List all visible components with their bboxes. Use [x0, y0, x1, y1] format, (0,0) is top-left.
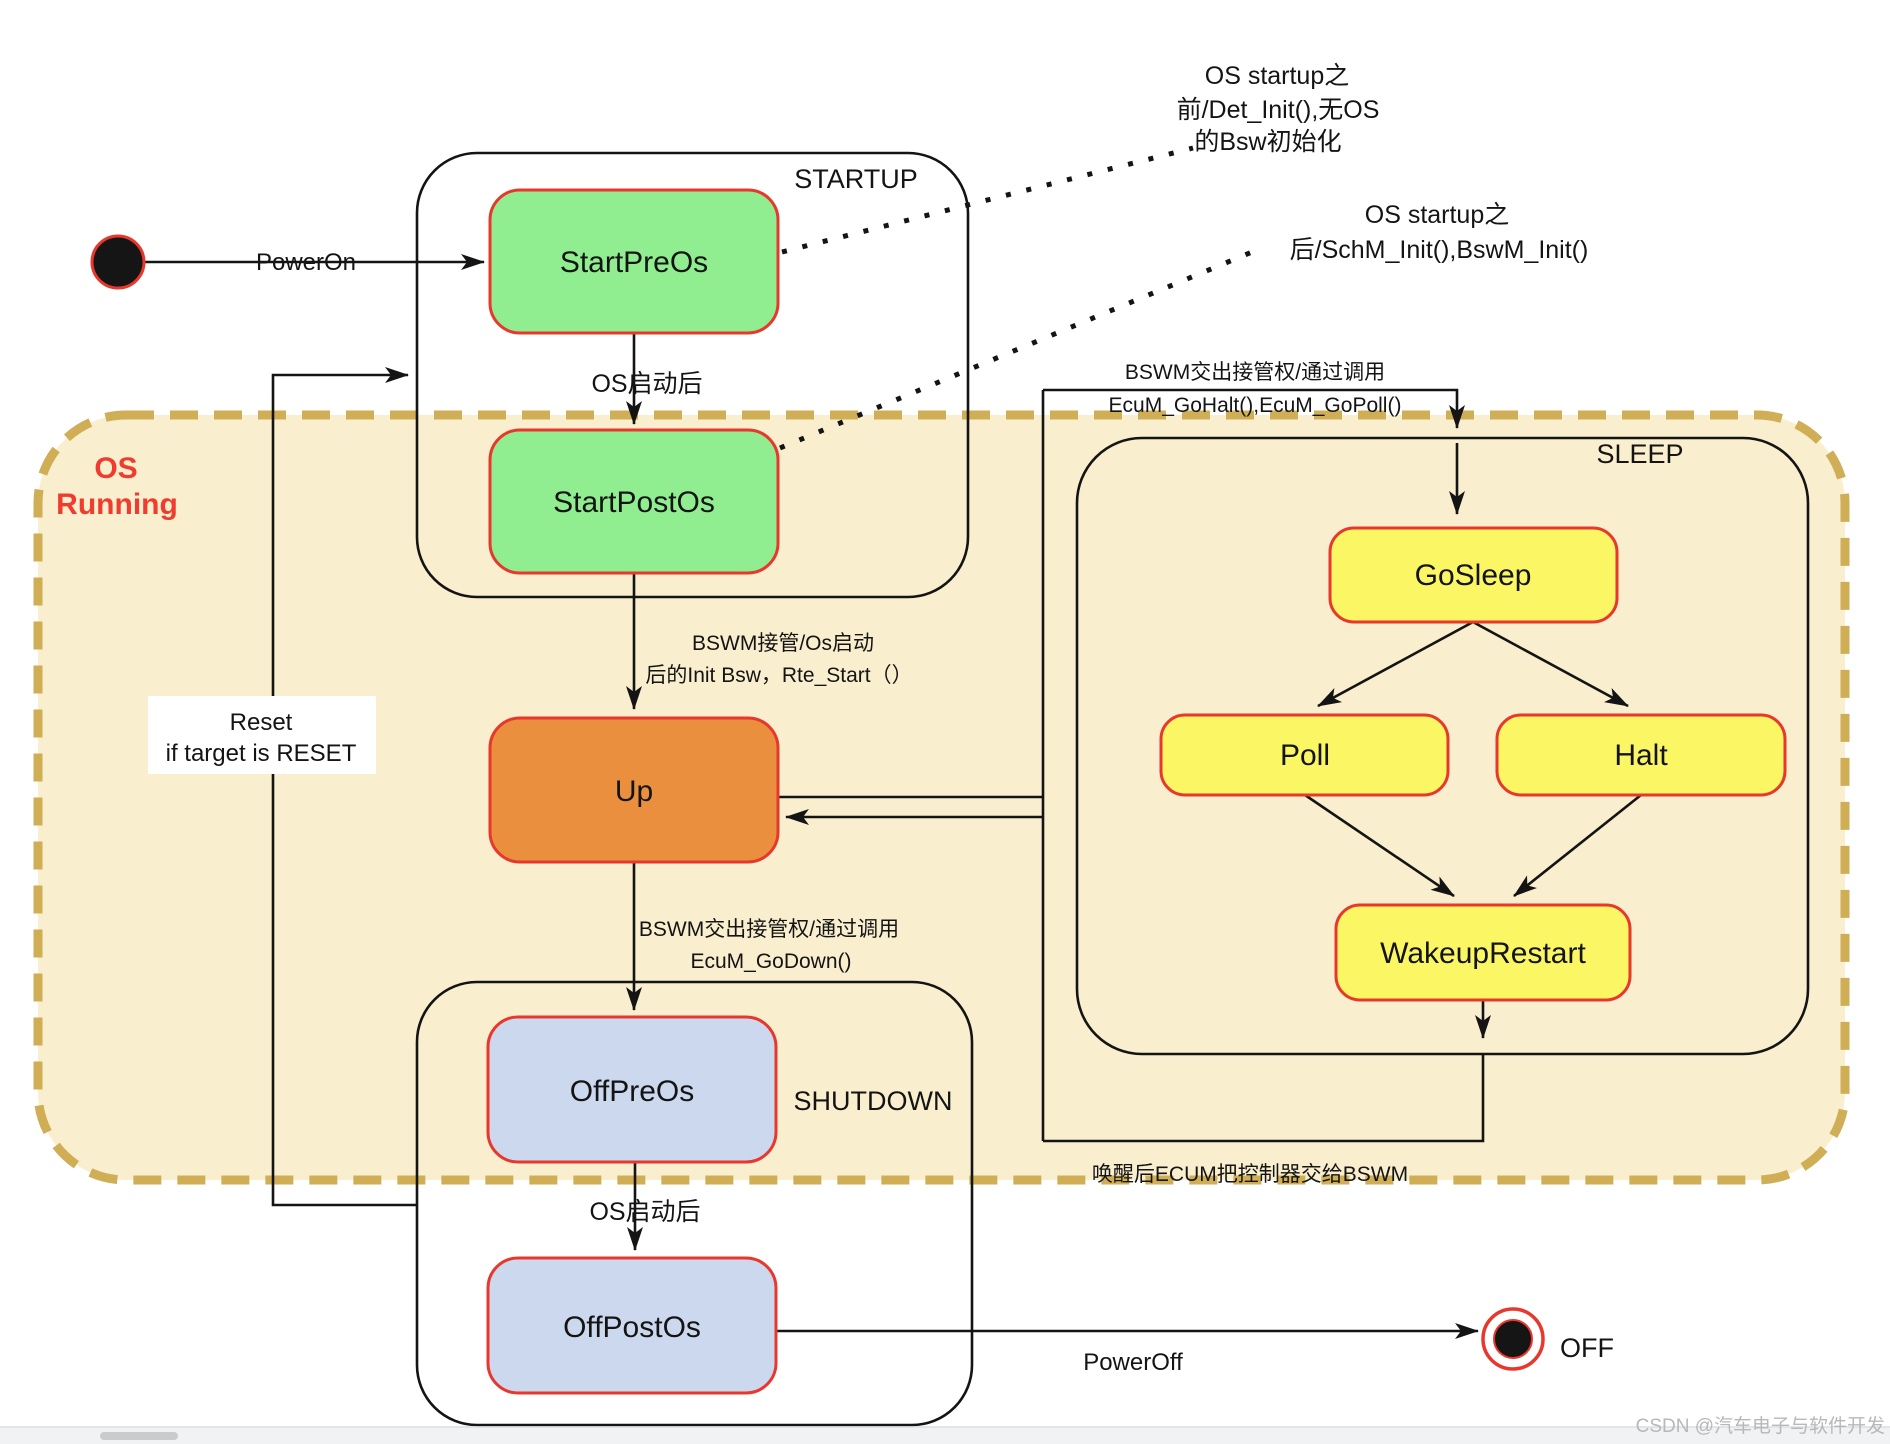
os-running-label-line2: Running [56, 488, 178, 521]
os-started-bottom-label: OS启动后 [589, 1198, 700, 1226]
up-label: Up [615, 775, 653, 808]
startpostos-label: StartPostOs [553, 486, 715, 519]
bottom-bar [0, 1427, 1890, 1444]
off-label: OFF [1560, 1333, 1614, 1363]
offpostos-label: OffPostOs [563, 1311, 701, 1344]
sleep-container [1075, 436, 1810, 1056]
edge-gosleep-poll [1317, 620, 1474, 708]
edge-reset-loop [271, 367, 417, 1207]
to-up-label-line1: BSWM接管/Os启动 [692, 632, 874, 655]
poll-label: Poll [1280, 739, 1330, 772]
state-wakeuprestart [1334, 903, 1632, 1002]
edge-to-sleep-top [1043, 388, 1465, 429]
dotted-connector-startpreos [781, 145, 1194, 255]
poweroff-label: PowerOff [1083, 1349, 1183, 1376]
startpreos-label: StartPreOs [560, 246, 708, 279]
annotation-postos-line2: 后/SchM_Init(),BswM_Init() [1290, 236, 1589, 264]
scrollbar-thumb[interactable] [100, 1432, 178, 1440]
startup-label: STARTUP [794, 164, 918, 194]
reset-label-backing [148, 696, 376, 774]
annotation-preos-line2: 前/Det_Init(),无OS [1177, 96, 1380, 124]
annotation-postos-line1: OS startup之 [1365, 201, 1510, 229]
final-state-dot [1493, 1319, 1533, 1359]
state-offpreos [486, 1015, 778, 1164]
state-up [488, 716, 780, 864]
annotation-preos-line3: 的Bsw初始化 [1194, 128, 1341, 156]
gosleep-label: GoSleep [1415, 559, 1532, 592]
state-startpreos [488, 188, 780, 335]
offpreos-label: OffPreOs [570, 1075, 694, 1108]
state-startpostos [488, 428, 780, 575]
shutdown-container [415, 980, 974, 1427]
state-gosleep [1328, 526, 1619, 624]
edge-gosleep-halt [1472, 620, 1629, 708]
wakeup-return-label: 唤醒后ECUM把控制器交给BSWM [1092, 1163, 1408, 1186]
startup-container [415, 151, 970, 599]
dotted-connector-startpostos [779, 249, 1253, 451]
halt-label: Halt [1614, 739, 1668, 772]
to-sleep-label-line1: BSWM交出接管权/通过调用 [1125, 361, 1385, 384]
state-offpostos [486, 1256, 778, 1395]
edge-halt-wakeup [1513, 793, 1642, 898]
to-sleep-label-line2: EcuM_GoHalt(),EcuM_GoPoll() [1109, 394, 1402, 417]
os-running-label-line1: OS [94, 452, 137, 485]
sleep-label: SLEEP [1596, 439, 1683, 469]
poweron-label: PowerOn [256, 249, 356, 276]
edge-poll-wakeup [1304, 793, 1455, 898]
to-up-label-line2: 后的Init Bsw，Rte_Start（） [645, 664, 912, 687]
wakeuprestart-label: WakeupRestart [1380, 937, 1586, 970]
reset-label-line2: if target is RESET [166, 740, 357, 767]
shutdown-label: SHUTDOWN [794, 1086, 953, 1116]
to-shutdown-label-line1: BSWM交出接管权/通过调用 [639, 918, 899, 941]
edge-return-bottom [1043, 1054, 1485, 1143]
annotation-preos-line1: OS startup之 [1205, 62, 1350, 90]
to-shutdown-label-line2: EcuM_GoDown() [690, 950, 851, 973]
reset-label-line1: Reset [230, 709, 293, 736]
state-halt [1495, 713, 1787, 797]
initial-state-dot [90, 234, 146, 290]
os-started-top-label: OS启动后 [591, 370, 702, 398]
watermark: CSDN @汽车电子与软件开发 [1636, 1415, 1885, 1437]
state-poll [1159, 713, 1450, 797]
